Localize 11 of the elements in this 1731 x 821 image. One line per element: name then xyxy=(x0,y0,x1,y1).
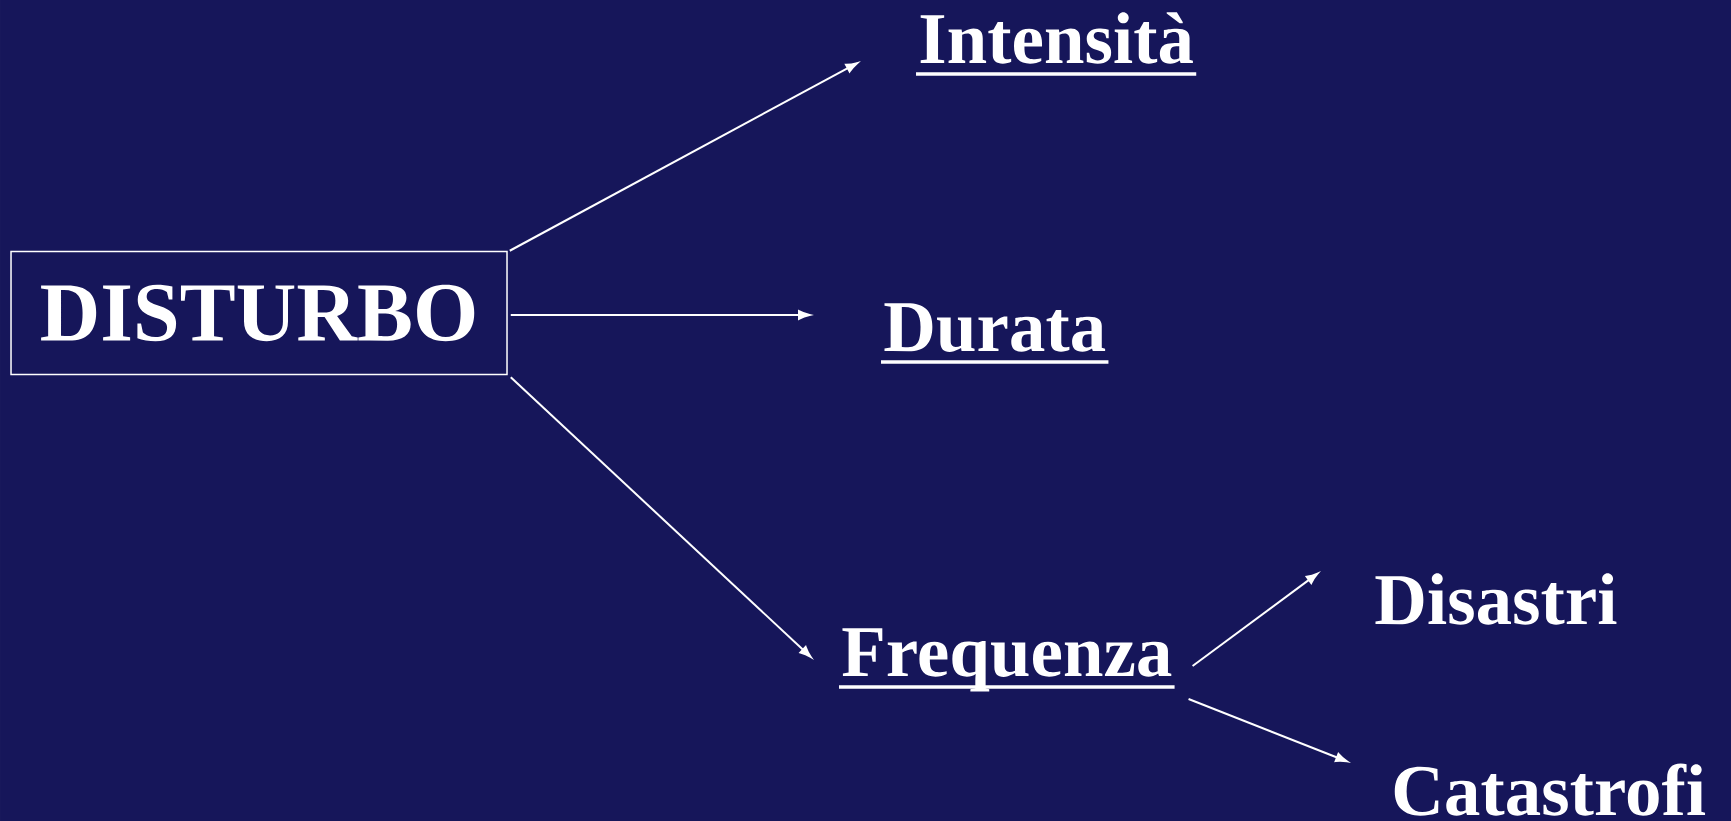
arrow xyxy=(508,62,859,252)
arrow xyxy=(509,376,812,658)
arrow xyxy=(1191,572,1319,667)
title-box: DISTURBO xyxy=(10,250,508,376)
label-text: Catastrofi xyxy=(1394,763,1706,816)
heading-text: Durata xyxy=(881,303,1109,364)
arrow xyxy=(509,310,811,320)
label-text: Disastri xyxy=(1375,573,1617,625)
heading-text: Frequenza xyxy=(839,628,1175,692)
heading-text: Intensità xyxy=(916,12,1197,76)
arrow xyxy=(1187,698,1348,763)
